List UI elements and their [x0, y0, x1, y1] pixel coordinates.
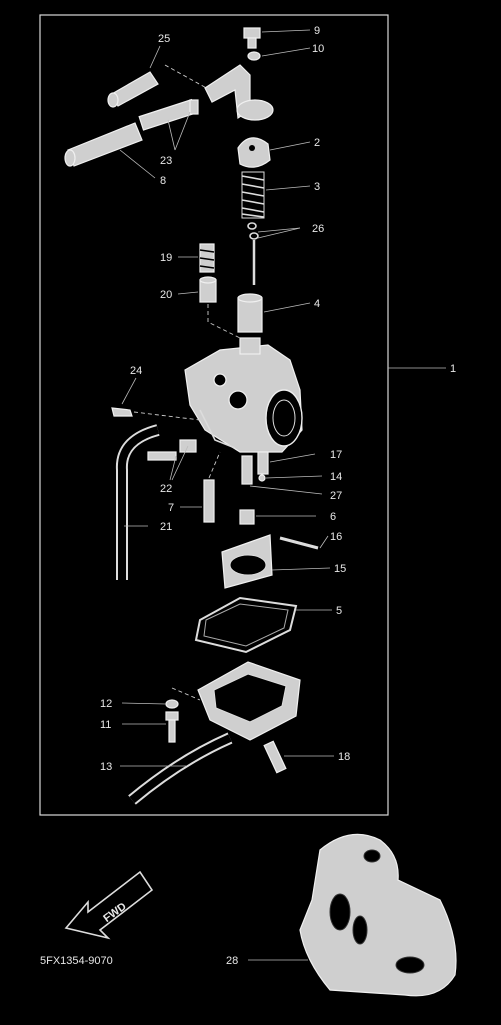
washer-part-14 [258, 474, 266, 482]
spring-part-3 [241, 171, 265, 219]
callout-20: 20 [160, 289, 172, 301]
fwd-arrow: FWD [64, 870, 154, 940]
callout-12: 12 [100, 698, 112, 710]
leader-lines [119, 29, 446, 961]
carburetor-body [184, 337, 303, 453]
spring-part-19 [199, 243, 215, 273]
screw-part-24 [111, 407, 133, 417]
callout-5: 5 [336, 605, 342, 617]
screw-part-11 [165, 711, 179, 743]
callout-14: 14 [330, 471, 342, 483]
float-pin-part-16 [279, 536, 319, 550]
gasket-part-5 [194, 596, 298, 654]
washer-part-10 [247, 51, 261, 61]
needle-jet-part-17 [257, 451, 269, 475]
callout-21: 21 [160, 521, 172, 533]
plunger-part-20 [199, 276, 217, 303]
main-jet-part-27 [241, 455, 253, 485]
screw-part-9 [243, 27, 261, 49]
callout-19: 19 [160, 252, 172, 264]
callout-1: 1 [450, 363, 456, 375]
callout-6: 6 [330, 511, 336, 523]
hose-part-25 [107, 71, 159, 108]
callout-3: 3 [314, 181, 320, 193]
callout-18: 18 [338, 751, 350, 763]
callout-25: 25 [158, 33, 170, 45]
float-part-15 [221, 534, 273, 589]
callout-22: 22 [160, 483, 172, 495]
callout-8: 8 [160, 175, 166, 187]
manifold-part-28 [299, 833, 457, 997]
clip-part-26 [247, 222, 259, 240]
jet-7-dashline [208, 451, 221, 479]
jet-part-7 [203, 479, 215, 523]
jet-part-6 [239, 509, 255, 525]
fwd-label: FWD [101, 900, 128, 924]
hose-part-8 [64, 122, 143, 167]
assembly-frame [39, 14, 389, 816]
float-bowl [197, 661, 301, 741]
callout-17: 17 [330, 449, 342, 461]
washer-part-12 [165, 699, 179, 709]
screw-part-22 [147, 439, 197, 461]
callout-15: 15 [334, 563, 346, 575]
elbow-fitting [204, 64, 274, 121]
part-number-code: 5FX1354-9070 [40, 955, 113, 967]
throttle-valve-part-4 [237, 293, 263, 333]
hose-clamp-part-23 [138, 98, 199, 131]
callout-2: 2 [314, 137, 320, 149]
callout-4: 4 [314, 298, 320, 310]
callout-11: 11 [100, 719, 111, 731]
screw-24-dashline [133, 411, 201, 421]
hose-assembly-dashline [164, 64, 211, 91]
callout-28: 28 [226, 955, 238, 967]
callout-26: 26 [312, 223, 324, 235]
drain-screw-part-18 [263, 740, 287, 774]
callout-24: 24 [130, 365, 142, 377]
callout-13: 13 [100, 761, 112, 773]
plunger-dashline [207, 304, 241, 339]
callout-23: 23 [160, 155, 172, 167]
callout-7: 7 [168, 502, 174, 514]
callout-27: 27 [330, 490, 342, 502]
callout-16: 16 [330, 531, 342, 543]
bowl-screw-dashline [171, 687, 201, 701]
callout-10: 10 [312, 43, 324, 55]
callout-9: 9 [314, 25, 320, 37]
cap-part-2 [237, 137, 271, 168]
callout-labels: 9 10 25 2 23 8 3 26 19 20 4 1 24 17 14 2… [100, 25, 456, 967]
